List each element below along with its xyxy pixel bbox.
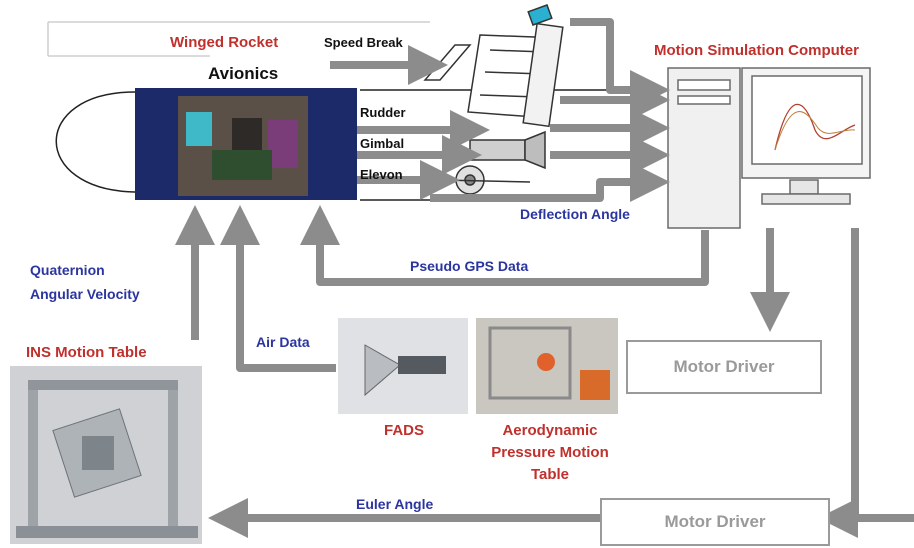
quaternion-label: Quaternion (30, 262, 105, 278)
avionics-photo (135, 88, 357, 200)
pseudo-gps-label: Pseudo GPS Data (410, 258, 529, 274)
motor-driver-box-2: Motor Driver (600, 498, 830, 546)
aero-line-2: Pressure Motion (491, 444, 609, 461)
gimbal-label: Gimbal (360, 136, 405, 151)
air-data-label: Air Data (256, 334, 310, 350)
avionics-label: Avionics (208, 64, 279, 83)
deflection-angle-label: Deflection Angle (520, 206, 630, 222)
flow-arrows (175, 18, 914, 538)
computer-tower (667, 67, 741, 229)
aero-pressure-table-label: Aerodynamic Pressure Motion Table (482, 420, 618, 486)
speed-break-label: Speed Break (324, 35, 403, 50)
motor-driver-box-1: Motor Driver (626, 340, 822, 394)
fads-photo (338, 318, 468, 414)
winged-rocket-label: Winged Rocket (170, 34, 279, 51)
motion-sim-computer-label: Motion Simulation Computer (654, 42, 859, 59)
computer-monitor (741, 67, 871, 205)
aero-table-photo (476, 318, 618, 414)
fads-label: FADS (384, 422, 425, 439)
ins-motion-table-photo (10, 366, 202, 544)
elevon-label: Elevon (360, 167, 403, 182)
angular-velocity-label: Angular Velocity (30, 286, 140, 302)
euler-angle-label: Euler Angle (356, 496, 434, 512)
rudder-label: Rudder (360, 105, 406, 120)
aero-line-1: Aerodynamic (502, 422, 598, 439)
control-surfaces (423, 4, 564, 195)
aero-line-3: Table (530, 466, 570, 483)
ins-motion-table-label: INS Motion Table (26, 344, 147, 361)
